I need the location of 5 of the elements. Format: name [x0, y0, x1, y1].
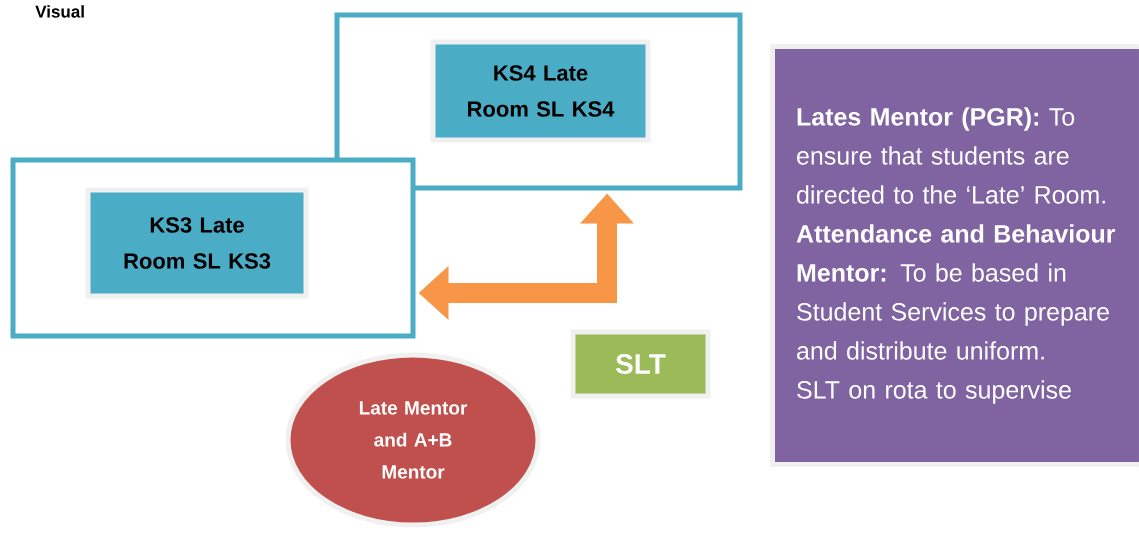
text-panel: Lates Mentor (PGR): To ensure that students are directed to the ‘Late’ Room. Attendance and Behaviour Mentor: To be based in Student Services to prepare and distribute uniform. SLT on rota to supervise	[770, 44, 1139, 467]
process-box: KS4 Late Room SL KS4	[430, 39, 651, 143]
process-box: KS3 Late Room SL KS3	[85, 187, 309, 299]
label-box: SLT	[570, 329, 711, 399]
heading: Visual	[35, 5, 84, 18]
